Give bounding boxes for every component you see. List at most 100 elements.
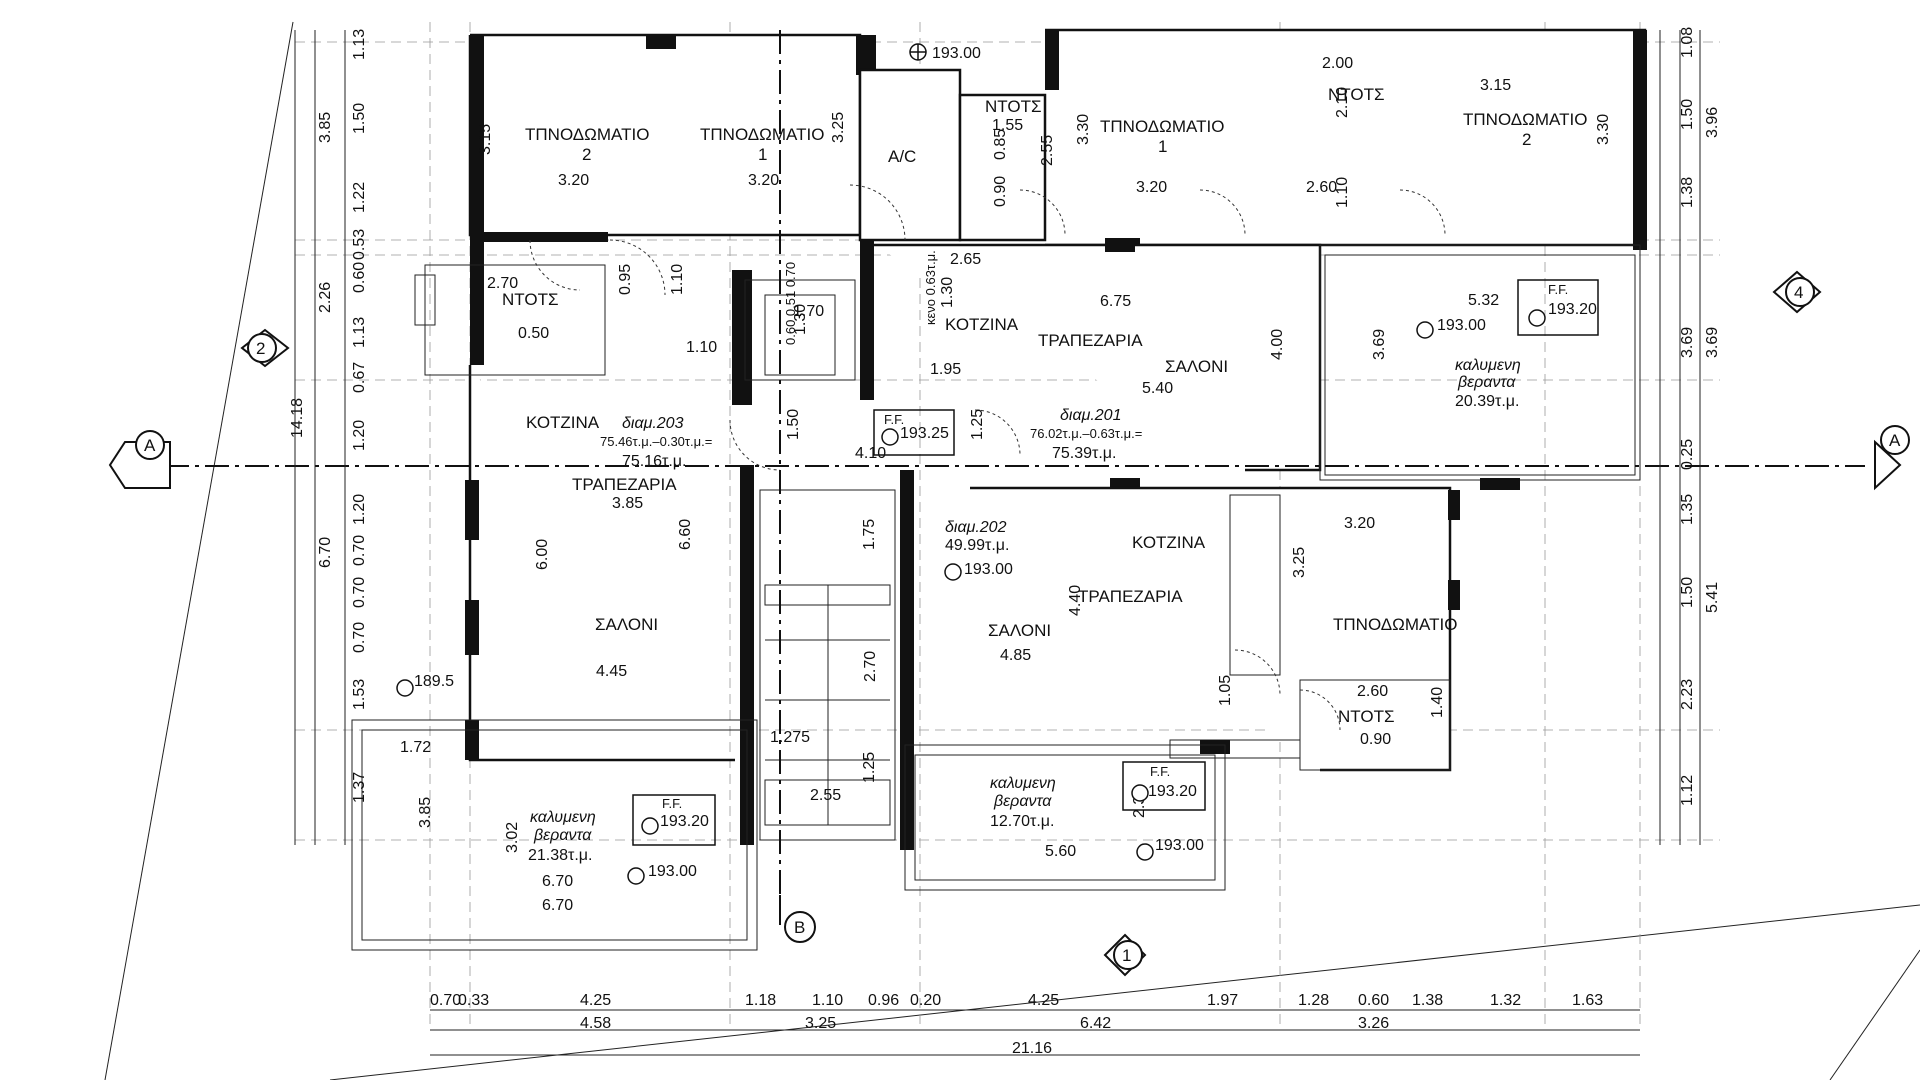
veranda-left-h2: 3.02 bbox=[504, 822, 521, 853]
wc-top-d1: 2.55 bbox=[1039, 135, 1056, 166]
kitchen-top-d3: 1.95 bbox=[930, 361, 961, 378]
living-left-name: ΣΑΛΟΝΙ bbox=[595, 615, 658, 634]
dim-bottom-2: 0.33 bbox=[458, 992, 489, 1009]
axis-marker-1: 1 bbox=[1103, 933, 1147, 977]
lift-label-b: 0.60 0.51 0.70 bbox=[783, 262, 798, 345]
living-top-w: 5.40 bbox=[1142, 380, 1173, 397]
veranda-right-title1: καλυμενη bbox=[1455, 357, 1521, 374]
svg-text:F.F.: F.F. bbox=[1150, 764, 1170, 779]
dining-left-name: ΤΡΑΠΕΖΑΡΙΑ bbox=[572, 475, 677, 494]
walls bbox=[351, 28, 1647, 951]
level-top: 193.00 bbox=[909, 43, 981, 62]
dim-right-1: 1.08 bbox=[1679, 27, 1696, 58]
apt201-area: 75.39τ.μ. bbox=[1052, 445, 1116, 462]
svg-text:4: 4 bbox=[1794, 283, 1803, 302]
veranda-left-area: 21.38τ.μ. bbox=[528, 847, 592, 864]
veranda-left-side: 1.72 bbox=[400, 739, 431, 756]
axis-marker-2: 2 bbox=[240, 328, 290, 368]
svg-text:B: B bbox=[794, 918, 805, 937]
dim-left-5: 0.60 bbox=[351, 262, 368, 293]
bedroom1-left-num: 1 bbox=[758, 145, 767, 164]
veranda-mid-title2: βεραντα bbox=[993, 793, 1052, 810]
svg-text:193.00: 193.00 bbox=[648, 863, 697, 880]
wc-top-right-h: 2.10 bbox=[1334, 87, 1351, 118]
bedroom1-right-name: ΤΠΝΟΔΩΜΑΤΙΟ bbox=[1100, 117, 1224, 136]
axis-marker-a-left: A bbox=[108, 430, 171, 489]
dim-bottom-7: 0.20 bbox=[910, 992, 941, 1009]
veranda-mid-title1: καλυμενη bbox=[990, 775, 1056, 792]
apt201-name: διαμ.201 bbox=[1060, 407, 1121, 424]
dim-bottom-total-4: 3.26 bbox=[1358, 1015, 1389, 1032]
veranda-left-h: 3.85 bbox=[417, 797, 434, 828]
svg-text:193.20: 193.20 bbox=[1548, 301, 1597, 318]
dim-right-total-3: 5.41 bbox=[1704, 582, 1721, 613]
wc-top-w: 1.55 bbox=[992, 117, 1023, 134]
axis-marker-a-right: A bbox=[1874, 425, 1910, 491]
dim-right-total-1: 3.96 bbox=[1704, 107, 1721, 138]
bedroom-mid-h: 3.25 bbox=[1291, 547, 1308, 578]
dim-row2-group: 4.58 3.25 6.42 3.26 bbox=[580, 1015, 1389, 1032]
dim-left-total-1: 3.85 bbox=[317, 112, 334, 143]
kitchen-top-d2: 1.30 bbox=[939, 277, 956, 308]
wc-top-right-name: ΝΤΟΤΣ bbox=[1328, 85, 1384, 104]
living-left-h2: 6.60 bbox=[677, 519, 694, 550]
living-left-h: 6.00 bbox=[534, 539, 551, 570]
apt201-calc: 76.02τ.μ.–0.63τ.μ.= bbox=[1030, 426, 1142, 441]
wc-mid-w: 2.60 bbox=[1357, 683, 1388, 700]
bedroom2-right-name: ΤΠΝΟΔΩΜΑΤΙΟ bbox=[1463, 110, 1587, 129]
svg-text:F.F.: F.F. bbox=[662, 796, 682, 811]
wc-left-name: ΝΤΟΤΣ bbox=[502, 290, 558, 309]
veranda-left-title2: βεραντα bbox=[533, 827, 592, 844]
level-ground: 189.5 bbox=[396, 673, 454, 697]
dim-left-7: 0.67 bbox=[351, 362, 368, 393]
bedroom1-left-w: 3.20 bbox=[748, 172, 779, 189]
dim-right-row2-group: 3.96 3.69 5.41 bbox=[1704, 107, 1721, 613]
svg-text:193.00: 193.00 bbox=[1437, 317, 1486, 334]
door-swings bbox=[529, 184, 1446, 731]
bedroom1-left-h: 3.25 bbox=[830, 112, 847, 143]
dim-bottom-total-2: 3.25 bbox=[805, 1015, 836, 1032]
dining-top-w: 6.75 bbox=[1100, 293, 1131, 310]
bedroom2-right-w: 3.15 bbox=[1480, 77, 1511, 94]
bedroom1-left-name: ΤΠΝΟΔΩΜΑΤΙΟ bbox=[700, 125, 824, 144]
bedroom2-left-h: 3.15 bbox=[477, 124, 494, 155]
svg-text:193.00: 193.00 bbox=[964, 561, 1013, 578]
dim-left-6: 1.13 bbox=[351, 317, 368, 348]
wc-left-d3: 1.10 bbox=[669, 264, 686, 295]
lift-h: 1.30 bbox=[792, 304, 809, 335]
veranda-mid-area: 12.70τ.μ. bbox=[990, 813, 1054, 830]
dim-left-total-3: 6.70 bbox=[317, 537, 334, 568]
kitchen-mid-name: ΚΟΤΖΙΝΑ bbox=[1132, 533, 1206, 552]
dim-bottom-total-3: 6.42 bbox=[1080, 1015, 1111, 1032]
ac-room: A/C bbox=[888, 147, 916, 166]
dining-top-name: ΤΡΑΠΕΖΑΡΙΑ bbox=[1038, 331, 1143, 350]
dim-left-10: 0.70 bbox=[351, 535, 368, 566]
dim-bottom-14: 1.63 bbox=[1572, 992, 1603, 1009]
dim-left-4: 0.53 bbox=[351, 229, 368, 260]
lift-w: 1.70 bbox=[793, 303, 824, 320]
dim-right-7: 2.23 bbox=[1679, 679, 1696, 710]
bedroom2-left-name: ΤΠΝΟΔΩΜΑΤΙΟ bbox=[525, 125, 649, 144]
bedroom1-right-w: 3.20 bbox=[1136, 179, 1167, 196]
dim-right-4: 0.25 bbox=[1679, 439, 1696, 470]
level-left-veranda-ff: F.F. 193.20 bbox=[632, 794, 716, 846]
dining-mid-h: 4.40 bbox=[1067, 585, 1084, 616]
wc-top-right-w: 2.00 bbox=[1322, 55, 1353, 72]
dim-left-2: 1.50 bbox=[351, 103, 368, 134]
svg-text:193.20: 193.20 bbox=[1148, 783, 1197, 800]
living-top-h: 4.00 bbox=[1269, 329, 1286, 360]
wc-left-d4: 1.10 bbox=[686, 339, 717, 356]
wc-top-right-w2: 2.60 bbox=[1306, 179, 1337, 196]
dim-left-3: 1.22 bbox=[351, 182, 368, 213]
svg-text:1: 1 bbox=[1122, 946, 1131, 965]
svg-text:193.25: 193.25 bbox=[900, 425, 949, 442]
svg-text:F.F.: F.F. bbox=[1548, 282, 1568, 297]
veranda-right-area: 20.39τ.μ. bbox=[1455, 393, 1519, 410]
dim-right-3: 1.38 bbox=[1679, 177, 1696, 208]
apt202-area: 49.99τ.μ. bbox=[945, 537, 1009, 554]
svg-text:2: 2 bbox=[256, 339, 265, 358]
dim-right-mid: 3.69 bbox=[1679, 327, 1696, 358]
dim-bottom-9: 1.97 bbox=[1207, 992, 1238, 1009]
dim-bottom-11: 0.60 bbox=[1358, 992, 1389, 1009]
veranda-right-h: 3.69 bbox=[1371, 329, 1388, 360]
